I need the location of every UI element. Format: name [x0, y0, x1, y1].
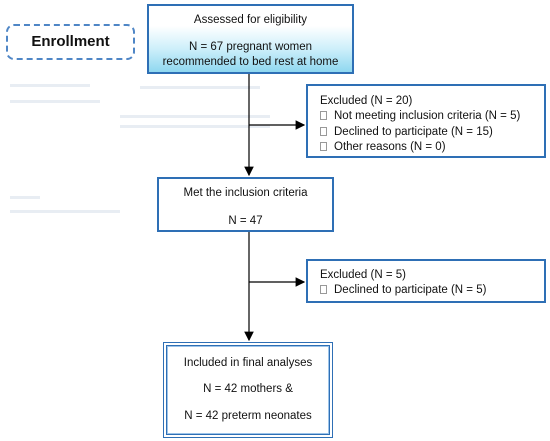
final-title: Included in final analyses — [183, 357, 313, 369]
excluded-1-item: Not meeting inclusion criteria (N = 5) — [320, 109, 544, 123]
met-title: Met the inclusion criteria — [183, 187, 308, 199]
excluded-2-item: Declined to participate (N = 5) — [320, 283, 544, 297]
final-mothers: N = 42 mothers & — [203, 383, 293, 396]
background-ghost-text — [120, 125, 270, 128]
excluded-box-2: Excluded (N = 5) Declined to participate… — [306, 259, 546, 303]
enrollment-label: Enrollment — [6, 24, 135, 60]
background-ghost-text — [10, 196, 40, 199]
background-ghost-text — [10, 84, 90, 87]
met-count: N = 47 — [228, 215, 263, 228]
checkbox-bullet-icon — [320, 285, 327, 295]
assessed-description: recommended to bed rest at home — [162, 55, 339, 68]
checkbox-bullet-icon — [320, 111, 327, 121]
background-ghost-text — [140, 86, 260, 89]
enrollment-text: Enrollment — [31, 32, 110, 50]
excluded-1-item: Declined to participate (N = 15) — [320, 125, 544, 139]
assessed-title: Assessed for eligibility — [193, 14, 308, 26]
background-ghost-text — [10, 210, 120, 213]
met-criteria-box: Met the inclusion criteria N = 47 — [157, 177, 334, 232]
excluded-2-title: Excluded (N = 5) — [320, 269, 406, 281]
background-ghost-text — [10, 100, 100, 103]
excluded-box-1: Excluded (N = 20) Not meeting inclusion … — [306, 84, 546, 158]
final-neonates: N = 42 preterm neonates — [184, 409, 312, 422]
excluded-1-item: Other reasons (N = 0) — [320, 140, 544, 154]
final-analyses-box: Included in final analyses N = 42 mother… — [163, 342, 333, 438]
assessed-count: N = 67 pregnant women — [188, 41, 313, 54]
background-ghost-text — [120, 115, 270, 118]
checkbox-bullet-icon — [320, 126, 327, 136]
assessed-box: Assessed for eligibility N = 67 pregnant… — [147, 4, 354, 74]
checkbox-bullet-icon — [320, 142, 327, 152]
excluded-1-title: Excluded (N = 20) — [320, 95, 413, 107]
